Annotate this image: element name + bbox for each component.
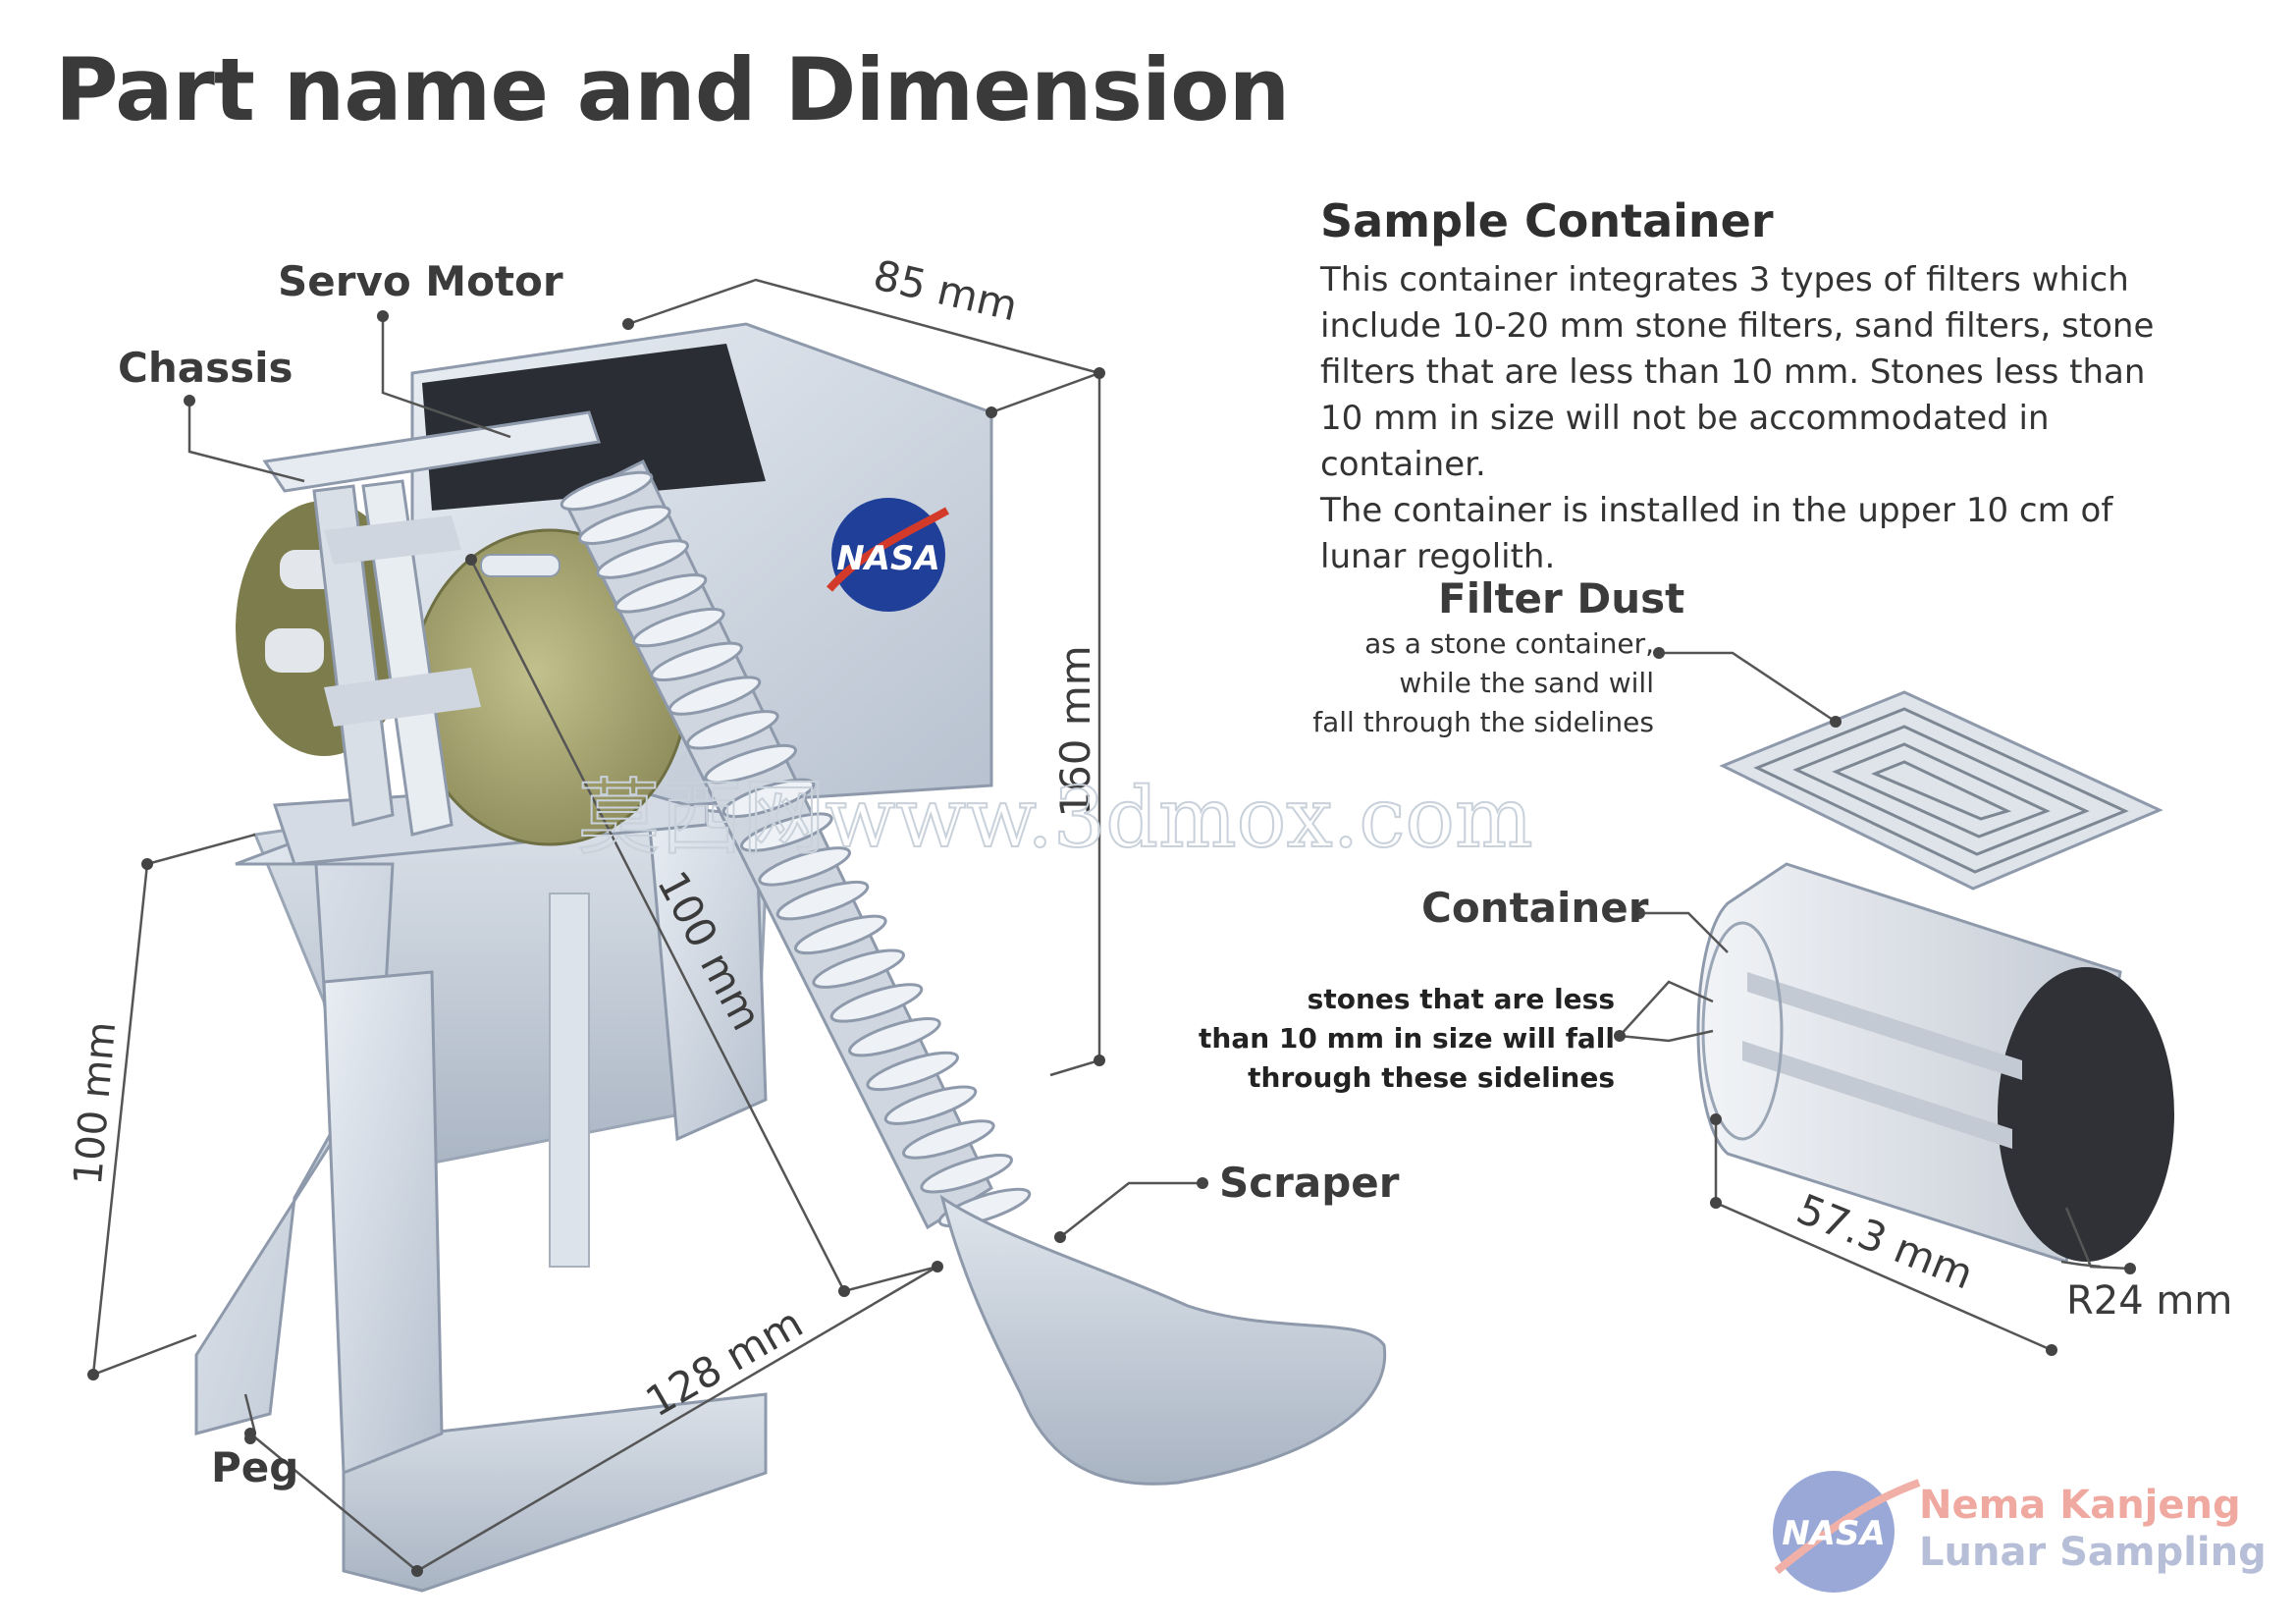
auger-rib: [775, 880, 870, 921]
sample-container-description: This container integrates 3 types of fil…: [1320, 257, 2204, 580]
description-line: The container is installed in the upper …: [1320, 491, 2113, 530]
auger-rib: [866, 1051, 959, 1092]
auger-rib: [812, 948, 905, 989]
brand-logo: NASA: [1773, 1471, 1921, 1593]
auger-rib: [829, 983, 924, 1023]
auger-rib: [740, 812, 833, 852]
auger-rib: [686, 710, 779, 750]
auger-rib: [883, 1085, 978, 1125]
label-servo-motor: Servo Motor: [278, 257, 563, 305]
filter-dust-note: as a stone container, while the sand wil…: [1312, 627, 1654, 738]
auger-rib: [721, 778, 816, 819]
description-line: This container integrates 3 types of fil…: [1320, 260, 2129, 299]
auger-rib: [704, 743, 797, 785]
scraper-blade: [939, 1194, 1387, 1486]
auger-rib: [596, 539, 689, 579]
auger-rib: [560, 470, 654, 512]
sample-container-title: Sample Container: [1320, 194, 1774, 247]
label-peg: Peg: [211, 1443, 299, 1491]
label-filter-dust: Filter Dust: [1438, 574, 1685, 623]
label-chassis: Chassis: [118, 344, 294, 392]
label-container: Container: [1421, 884, 1649, 932]
page-title: Part name and Dimension: [55, 39, 1290, 140]
leader-dots: [87, 310, 2136, 1577]
description-line: include 10-20 mm stone filters, sand fil…: [1320, 306, 2155, 346]
dim-container-radius: R24 mm: [2066, 1278, 2233, 1324]
stand: [194, 774, 768, 1593]
auger: [560, 459, 1032, 1230]
watermark: 莫西网www.3dmox.com: [577, 770, 1532, 866]
dim-height: 160 mm: [1051, 645, 1099, 817]
container-drum: [1696, 862, 2174, 1264]
description-line: lunar regolith.: [1320, 537, 1556, 576]
auger-rib: [758, 846, 851, 887]
description-line: 10 mm in size will not be accommodated i…: [1320, 399, 2050, 484]
svg-text:NASA: NASA: [836, 539, 940, 578]
container-note: stones that are less than 10 mm in size …: [1199, 983, 1615, 1094]
label-scraper: Scraper: [1219, 1159, 1400, 1207]
auger-rib: [902, 1119, 995, 1160]
svg-text:NASA: NASA: [1782, 1514, 1886, 1553]
auger-rib: [650, 641, 743, 682]
brand-subtitle: Lunar Sampling: [1919, 1530, 2267, 1575]
auger-rib: [667, 676, 762, 716]
nasa-logo: NASA: [826, 498, 949, 612]
auger-rib: [794, 914, 887, 955]
auger-rib: [614, 573, 708, 614]
auger-rib: [632, 607, 725, 648]
auger-rib: [848, 1016, 941, 1057]
brand-name: Nema Kanjeng: [1919, 1483, 2241, 1528]
auger-rib: [578, 505, 671, 545]
description-line: filters that are less than 10 mm. Stones…: [1320, 352, 2146, 392]
filter-plate: [1719, 690, 2163, 891]
chassis-frame: [262, 410, 601, 837]
auger-rib: [920, 1154, 1013, 1194]
dim-width: 85 mm: [869, 250, 1022, 330]
